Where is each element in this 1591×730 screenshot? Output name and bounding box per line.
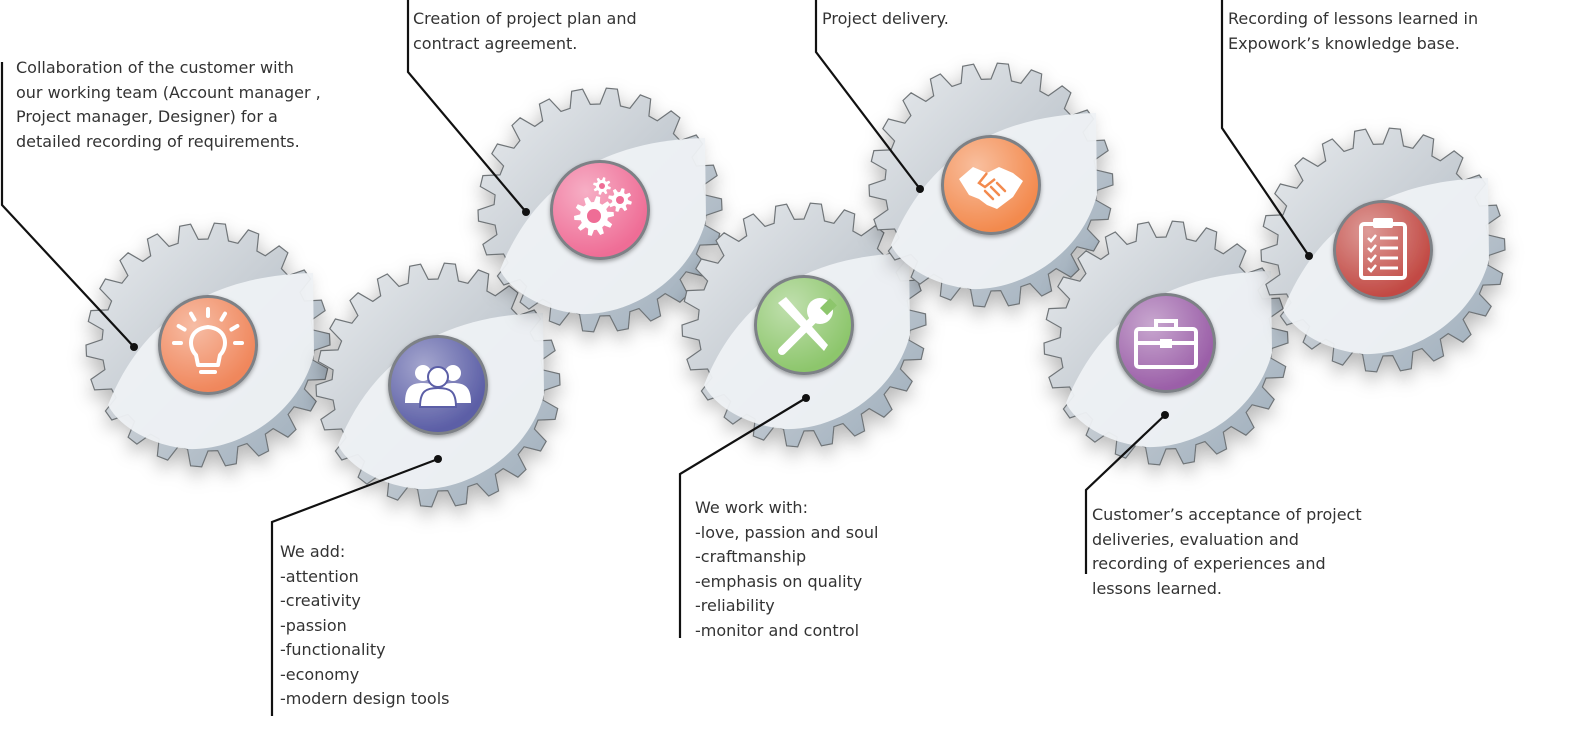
leader-dot-lessons [1305,252,1313,260]
gears-icon [574,177,632,236]
step-text-delivery: Project delivery. [822,9,949,28]
leader-line-acceptance [1084,414,1166,574]
handshake-icon [959,167,1023,209]
gear-acceptance [1043,220,1289,466]
leader-line-we-work [678,397,807,638]
step-text-we-add: We add: -attention -creativity -passion … [280,542,450,708]
step-text-we-work: We work with: -love, passion and soul -c… [695,498,879,640]
lightbulb-icon [172,307,244,374]
clipboard-icon [1359,218,1407,280]
gear-we-add [315,262,561,508]
leader-dot-acceptance [1161,411,1169,419]
gear-delivery [868,62,1114,308]
clipboard-badge [1333,200,1433,300]
leader-dot-requirements [130,343,138,351]
leader-line-lessons [1220,0,1310,257]
briefcase-icon [1134,319,1198,369]
leader-line-requirements [0,62,135,348]
lightbulb-badge [158,295,258,395]
leader-line-we-add [270,457,439,716]
gear-lessons [1260,127,1506,373]
gear-plan [477,87,723,333]
leader-dot-we-add [434,455,442,463]
team-icon [405,365,471,408]
step-text-acceptance: Customer’s acceptance of project deliver… [1092,505,1362,598]
step-text-plan: Creation of project plan and contract ag… [413,9,637,53]
step-text-requirements: Collaboration of the customer with our w… [16,58,321,151]
gear-we-work [681,202,927,448]
leader-dot-delivery [916,185,924,193]
gear-requirements [85,222,331,468]
step-text-lessons: Recording of lessons learned in Expowork… [1228,9,1479,53]
leader-dot-plan [522,208,530,216]
leader-dot-we-work [802,394,810,402]
leader-line-plan [406,0,527,213]
team-badge [388,335,488,435]
leader-line-delivery [814,0,921,190]
tools-icon [778,297,837,355]
